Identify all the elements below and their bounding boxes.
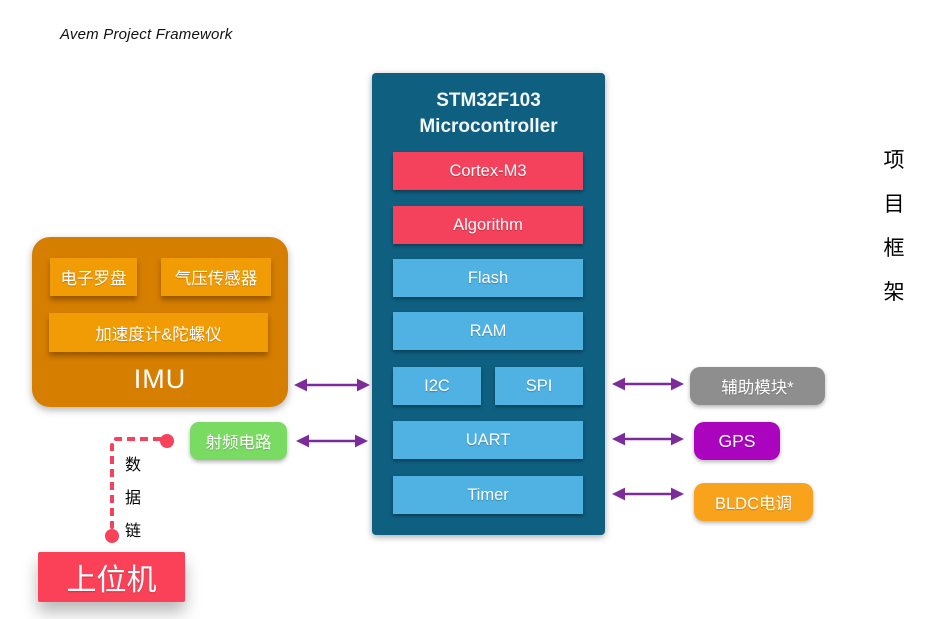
rf-circuit-block: 射频电路 <box>190 422 287 460</box>
algorithm-block: Algorithm <box>393 206 583 244</box>
side-title-char: 架 <box>883 281 905 304</box>
accel-gyro-block: 加速度计&陀螺仪 <box>49 313 268 352</box>
side-title-char: 目 <box>883 193 905 216</box>
mcu-block: STM32F103 Microcontroller Cortex-M3 Algo… <box>372 73 605 535</box>
datalink-char: 据 <box>124 490 141 507</box>
mcu-title: STM32F103 Microcontroller <box>372 88 605 140</box>
side-title-char: 项 <box>883 149 905 172</box>
flash-block: Flash <box>393 259 583 297</box>
datalink-dashed-line-horizontal <box>114 437 164 441</box>
arrow-mcu-aux-bidirectional <box>612 377 684 391</box>
datalink-label-vertical: 数 据 链 <box>123 451 143 541</box>
compass-block: 电子罗盘 <box>50 258 137 296</box>
datalink-dashed-line-vertical <box>110 443 114 529</box>
cortex-m3-block: Cortex-M3 <box>393 152 583 190</box>
barometer-block: 气压传感器 <box>161 258 271 296</box>
arrow-rf-mcu-bidirectional <box>296 434 368 448</box>
spi-block: SPI <box>495 367 583 405</box>
arrow-mcu-gps-bidirectional <box>612 432 684 446</box>
timer-block: Timer <box>393 476 583 514</box>
datalink-dot-end <box>105 529 119 543</box>
datalink-char: 数 <box>124 457 141 474</box>
bldc-esc-block: BLDC电调 <box>694 483 813 521</box>
host-computer-block: 上位机 <box>38 552 185 602</box>
i2c-block: I2C <box>393 367 481 405</box>
mcu-title-line2: Microcontroller <box>419 116 558 137</box>
arrow-mcu-bldc-bidirectional <box>612 487 684 501</box>
aux-module-block: 辅助模块* <box>690 367 825 405</box>
side-title-char: 框 <box>883 237 905 260</box>
arrow-imu-mcu-bidirectional <box>294 378 370 392</box>
imu-label: IMU <box>133 364 187 394</box>
imu-block: 电子罗盘 气压传感器 加速度计&陀螺仪 IMU <box>32 237 288 407</box>
datalink-dot-start <box>160 434 174 448</box>
ram-block: RAM <box>393 312 583 350</box>
datalink-char: 链 <box>124 523 141 540</box>
page-title: Avem Project Framework <box>60 26 233 43</box>
uart-block: UART <box>393 421 583 459</box>
gps-block: GPS <box>694 422 780 460</box>
side-title-vertical: 项 目 框 架 <box>880 144 908 306</box>
mcu-title-line1: STM32F103 <box>436 90 541 111</box>
